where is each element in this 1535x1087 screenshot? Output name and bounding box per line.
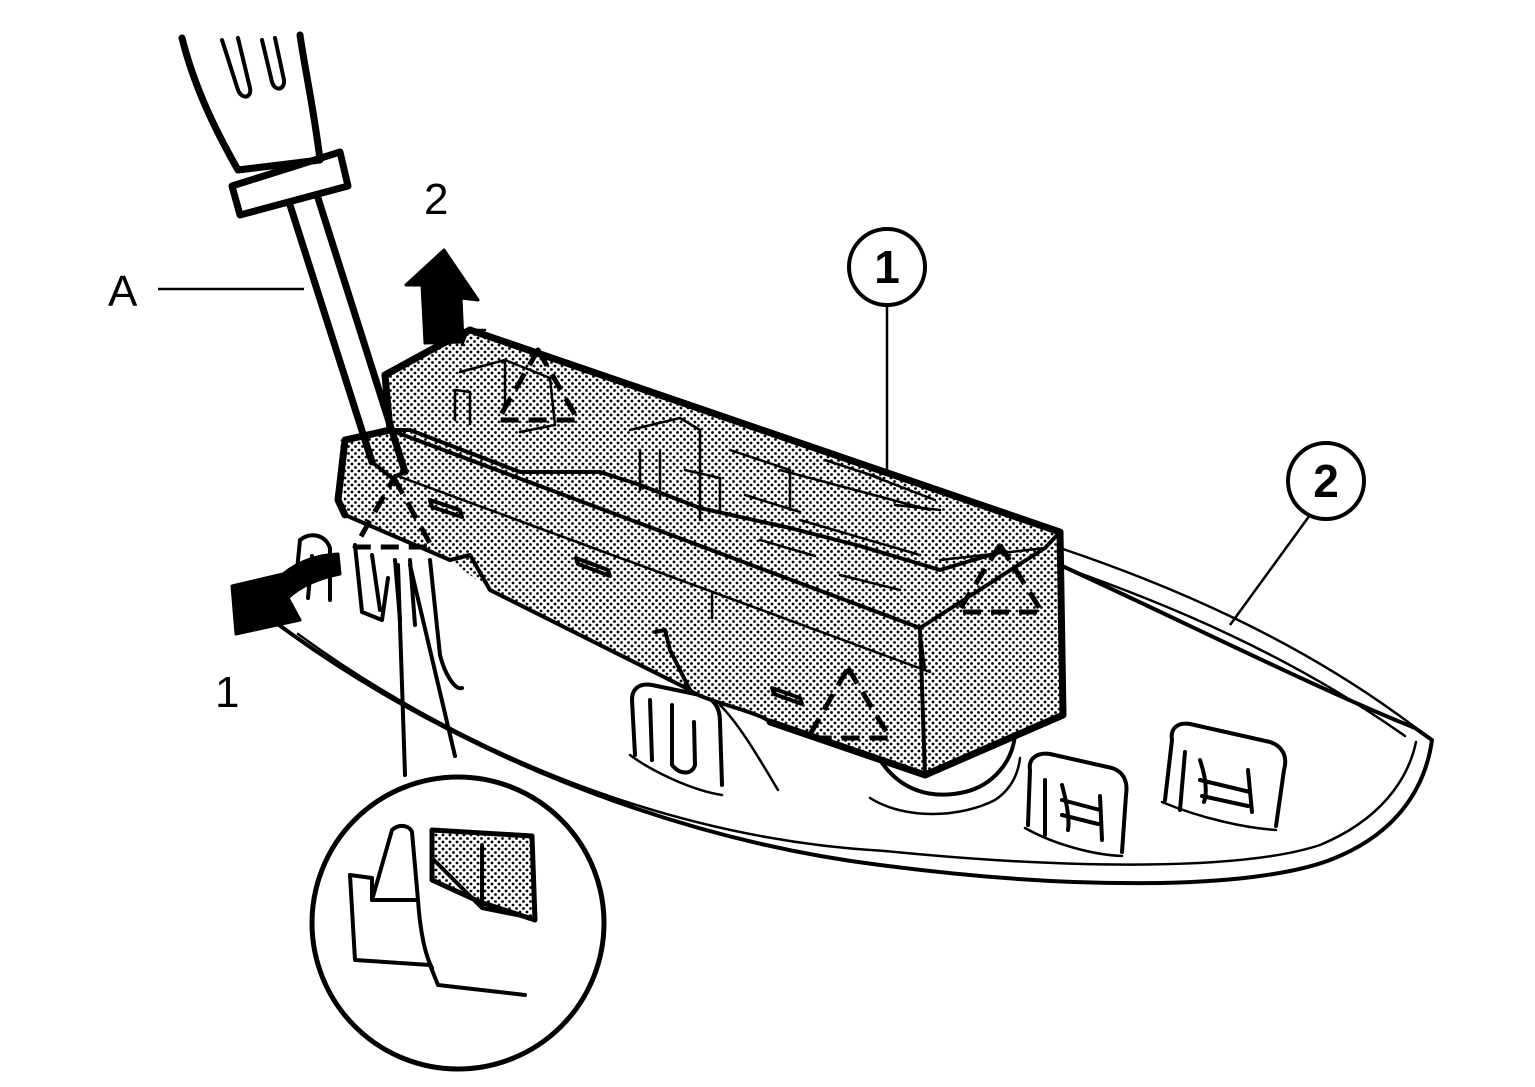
panel-clip-2 xyxy=(1023,751,1129,858)
label-part-trim: 2 xyxy=(1313,455,1339,507)
curved-arrow-icon xyxy=(230,552,342,636)
clip-marker-tool xyxy=(352,475,435,550)
clip-marker-right xyxy=(955,542,1045,615)
switch-bracket xyxy=(718,703,1022,816)
magnifier-circle-icon xyxy=(309,563,607,1072)
arrow-up-icon xyxy=(404,248,487,347)
clip-marker-bottom xyxy=(805,665,893,741)
panel-clip-3 xyxy=(1160,721,1288,832)
label-step-lift: 2 xyxy=(424,175,448,224)
label-tool-a: A xyxy=(108,267,138,316)
clip-marker-top xyxy=(495,347,581,423)
screwdriver-icon xyxy=(178,31,409,480)
callout-circle-trim xyxy=(1286,441,1366,521)
window-switch-assembly xyxy=(334,326,1067,779)
leader-trim xyxy=(1228,514,1312,626)
label-step-pry: 1 xyxy=(215,668,239,717)
label-part-switch: 1 xyxy=(874,241,900,293)
callout-circle-switch xyxy=(847,227,927,307)
panel-clip-1 xyxy=(628,682,724,797)
